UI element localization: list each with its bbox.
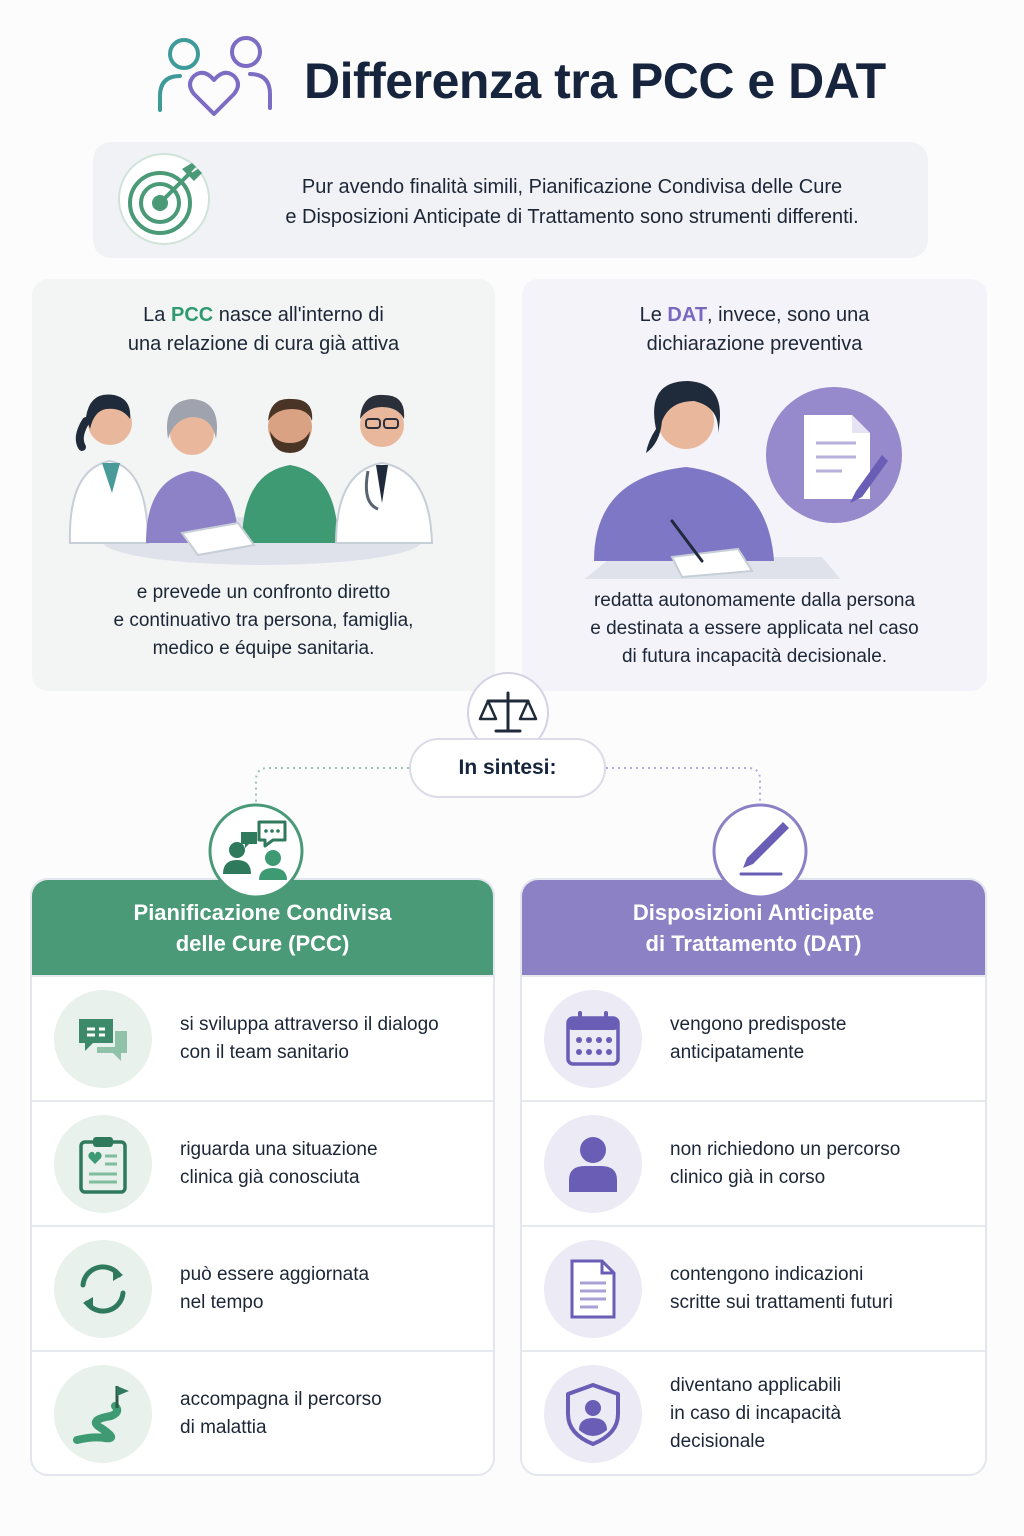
pcc-row-dialogue: si sviluppa attraverso il dialogo con il… [32, 975, 493, 1100]
dat-card-title-line-1: Disposizioni Anticipate [632, 899, 875, 925]
dat-card-title-line-2: di Trattamento (DAT) [645, 930, 862, 956]
pcc-row-4-line-2: di malattia [180, 1416, 267, 1438]
pcc-card: Pianificazione Condivisa delle Cure (PCC… [30, 878, 495, 1476]
dat-row-3-line-2: scritte sui trattamenti futuri [670, 1291, 893, 1313]
dat-row-advance: vengono predisposte anticipatamente [522, 975, 985, 1100]
pcc-row-text: si sviluppa attraverso il dialogo con il… [180, 1011, 439, 1067]
dat-row-text: non richiedono un percorso clinico già i… [670, 1136, 900, 1192]
calendar-icon [544, 989, 642, 1088]
chat-bubbles-icon [54, 989, 152, 1088]
pen-writing-icon [712, 803, 808, 899]
care-team-illustration [68, 394, 434, 565]
dat-row-1-line-2: anticipatamente [670, 1041, 805, 1063]
dat-body-line-3: di futura incapacità decisionale. [621, 646, 888, 667]
pcc-body-line-2: e continuativo tra persona, famiglia, [113, 610, 414, 631]
dat-row-1-line-1: vengono predisposte [670, 1013, 847, 1035]
pcc-row-3-line-2: nel tempo [180, 1291, 264, 1313]
pcc-row-text: riguarda una situazione clinica già cono… [180, 1136, 378, 1192]
pcc-row-text: può essere aggiornata nel tempo [180, 1261, 369, 1317]
intro-line-2: e Disposizioni Anticipate di Trattamento… [285, 206, 859, 228]
refresh-arrows-icon [54, 1239, 152, 1338]
pcc-row-1-line-2: con il team sanitario [180, 1041, 349, 1063]
pcc-card-title-line-1: Pianificazione Condivisa [133, 899, 392, 925]
pcc-card-title-line-2: delle Cure (PCC) [175, 930, 350, 956]
dat-row-3-line-1: contengono indicazioni [670, 1263, 864, 1285]
dat-body-line-2: e destinata a essere applicata nel caso [590, 618, 919, 639]
pcc-row-2-line-1: riguarda una situazione [180, 1138, 378, 1160]
balance-scale-icon [467, 672, 549, 754]
dat-heading-highlight: DAT [667, 304, 708, 326]
pcc-body-line-3: medico e équipe sanitaria. [152, 638, 375, 659]
dat-row-2-line-2: clinico già in corso [670, 1166, 826, 1188]
pcc-row-2-line-2: clinica già conosciuta [180, 1166, 360, 1188]
page-title: Differenza tra PCC e DAT [304, 53, 886, 109]
document-icon [544, 1239, 642, 1338]
dat-card: Disposizioni Anticipate di Trattamento (… [520, 878, 987, 1476]
dat-row-no-clinical: non richiedono un percorso clinico già i… [522, 1100, 985, 1225]
dat-heading-post: , invece, sono una [707, 304, 870, 326]
dat-row-2-line-1: non richiedono un percorso [670, 1138, 901, 1160]
dat-panel: Le DAT, invece, sono una dichiarazione p… [522, 279, 987, 691]
woman-writing-illustration [584, 381, 902, 579]
sintesi-label: In sintesi: [409, 738, 606, 798]
pcc-row-clinical: riguarda una situazione clinica già cono… [32, 1100, 493, 1225]
dat-body-line-1: redatta autonomamente dalla persona [593, 590, 916, 611]
dat-heading-line-2: dichiarazione preventiva [646, 333, 863, 355]
target-arrow-icon [118, 153, 210, 245]
pcc-body-line-1: e prevede un confronto diretto [136, 582, 391, 603]
path-flag-icon [54, 1364, 152, 1463]
dat-panel-heading: Le DAT, invece, sono una dichiarazione p… [522, 301, 987, 359]
person-icon [544, 1114, 642, 1213]
pcc-heading-post: nasce all'interno di [213, 304, 384, 326]
pcc-panel: La PCC nasce all'interno di una relazion… [32, 279, 495, 691]
pcc-row-journey: accompagna il percorso di malattia [32, 1350, 493, 1474]
dat-row-text: vengono predisposte anticipatamente [670, 1011, 846, 1067]
pcc-panel-heading: La PCC nasce all'interno di una relazion… [32, 301, 495, 359]
dat-heading-pre: Le [639, 304, 668, 326]
clipboard-heart-icon [54, 1114, 152, 1213]
shield-person-icon [544, 1364, 642, 1463]
intro-line-1: Pur avendo finalità simili, Pianificazio… [301, 176, 843, 198]
dat-row-4-line-2: in caso di incapacità [670, 1402, 842, 1424]
dat-row-4-line-1: diventano applicabili [670, 1374, 842, 1396]
dat-row-written: contengono indicazioni scritte sui tratt… [522, 1225, 985, 1350]
dat-row-text: contengono indicazioni scritte sui tratt… [670, 1261, 893, 1317]
pcc-heading-line-2: una relazione di cura già attiva [127, 333, 400, 355]
pcc-row-4-line-1: accompagna il percorso [180, 1388, 382, 1410]
dat-row-4-line-3: decisionale [670, 1430, 766, 1452]
pcc-row-update: può essere aggiornata nel tempo [32, 1225, 493, 1350]
intro-box [93, 142, 928, 258]
pcc-heading-highlight: PCC [170, 304, 214, 326]
pcc-panel-body: e prevede un confronto diretto e continu… [32, 579, 495, 663]
team-discussion-icon [208, 803, 304, 899]
dat-panel-body: redatta autonomamente dalla persona e de… [522, 587, 987, 671]
pcc-row-1-line-1: si sviluppa attraverso il dialogo [180, 1013, 439, 1035]
dat-row-applicable: diventano applicabili in caso di incapac… [522, 1350, 985, 1474]
dat-row-text: diventano applicabili in caso di incapac… [670, 1372, 841, 1456]
pcc-heading-pre: La [143, 304, 171, 326]
intro-text: Pur avendo finalità simili, Pianificazio… [222, 172, 922, 232]
pcc-row-3-line-1: può essere aggiornata [180, 1263, 370, 1285]
pcc-row-text: accompagna il percorso di malattia [180, 1386, 382, 1442]
people-heart-icon [158, 36, 272, 116]
